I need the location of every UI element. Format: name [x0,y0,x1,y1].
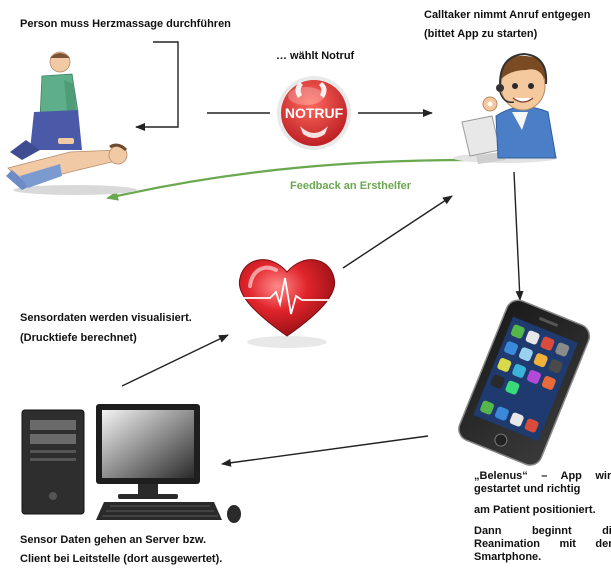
app-label-line-6: Smartphone. [474,551,542,563]
notruf-phone-icon: NOTRUF [277,76,351,150]
heart-ecg-icon [238,259,336,348]
app-label-line-5: Reanimation mit dem [474,538,611,550]
server-label: Sensor Daten gehen an Server bzw. [20,534,207,546]
feedback-label: Feedback an Ersthelfer [290,180,412,192]
cpr-scene-icon [6,51,137,195]
arrow-heart-to-calltaker [342,195,453,269]
sensor-visual-label: Sensordaten werden visualisiert. [20,312,192,324]
arrow-computer-to-heart [121,334,229,387]
app-label-line-3: am Patient positioniert. [474,504,596,516]
sensor-visual-sublabel: (Drucktiefe berechnet) [20,332,137,344]
calltaker-label: Calltaker nimmt Anruf entgegen [424,9,591,21]
desktop-computer-icon [21,404,241,523]
app-label-line-1: „Belenus“ – App wird [474,470,611,482]
cpr-person-label: Person muss Herzmassage durchführen [20,18,231,30]
arrow-calltaker-to-phone [513,171,524,301]
notruf-badge-text: NOTRUF [285,105,344,121]
calltaker-sublabel: (bittet App zu starten) [424,28,538,40]
smartphone-icon [458,299,591,466]
dials-emergency-label: … wählt Notruf [276,50,355,62]
server-sublabel: Client bei Leitstelle (dort ausgewertet)… [20,553,223,565]
app-label-line-2: gestartet und richtig [474,483,581,495]
calltaker-icon [453,52,557,164]
arrow-phone-to-computer [221,435,429,467]
app-label-line-4: Dann beginnt die [474,525,611,537]
feedback-arrow [106,158,469,201]
arrow-heading-to-patient [135,41,179,131]
